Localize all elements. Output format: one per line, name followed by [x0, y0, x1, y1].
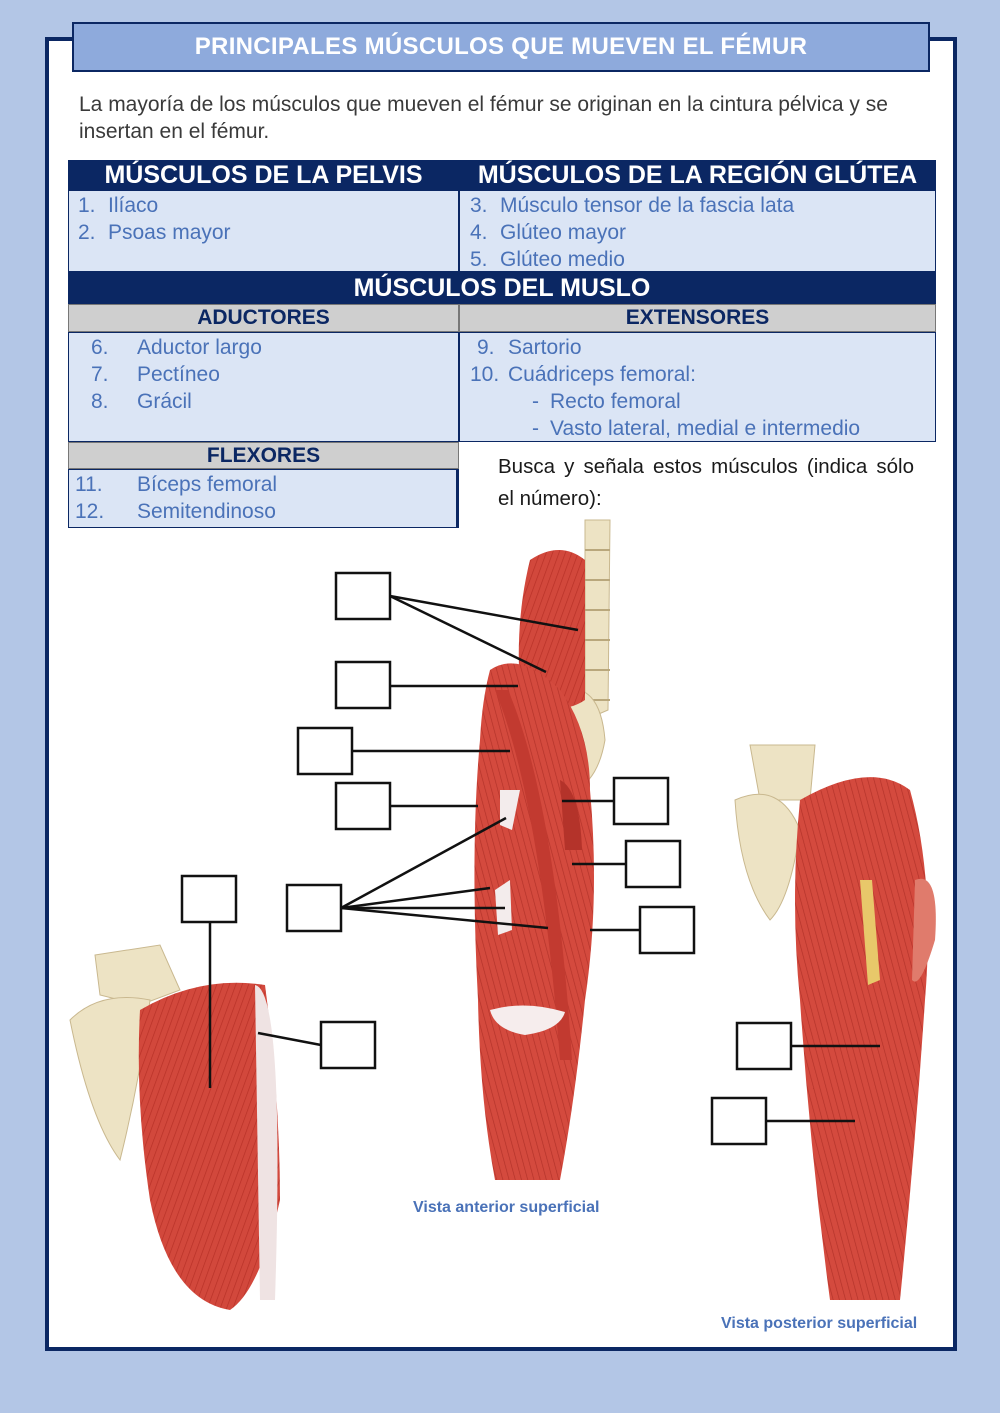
cell-flexors: 11. Bíceps femoral 12. Semitendinoso — [68, 469, 459, 528]
cell-gluteal: 3. Músculo tensor de la fascia lata 4. G… — [459, 190, 936, 272]
caption-posterior: Vista posterior superficial — [721, 1315, 918, 1332]
adductor-num-8: 8. — [91, 390, 109, 413]
header-adductors: ADUCTORES — [68, 304, 459, 332]
gluteal-name-3: Músculo tensor de la fascia lata — [500, 194, 795, 217]
cell-extensors: 9. Sartorio 10. Cuádriceps femoral: - Re… — [459, 332, 936, 442]
extensor-num-9: 9. — [477, 336, 495, 359]
flexor-name-11: Bíceps femoral — [137, 473, 278, 496]
posterior-view-figure — [734, 744, 936, 1300]
extensor-sub-name-1: Recto femoral — [550, 390, 681, 413]
header-flexors: FLEXORES — [68, 442, 459, 469]
flexor-name-12: Semitendinoso — [137, 500, 276, 523]
header-extensors: EXTENSORES — [459, 304, 936, 332]
cell-pelvis: 1. Ilíaco 2. Psoas mayor — [68, 190, 459, 272]
header-pelvis: MÚSCULOS DE LA PELVIS — [68, 160, 459, 190]
lateral-view-figure — [69, 944, 280, 1310]
gluteal-num-5: 5. — [470, 248, 488, 271]
adductor-name-6: Aductor largo — [137, 336, 262, 359]
pelvis-num-2: 2. — [78, 221, 96, 244]
pelvis-name-2: Psoas mayor — [108, 221, 231, 244]
adductor-name-8: Grácil — [137, 390, 192, 413]
flexor-num-11: 11. — [75, 473, 103, 496]
gluteal-name-4: Glúteo mayor — [500, 221, 627, 244]
leader-lines — [208, 594, 880, 1123]
gluteal-name-5: Glúteo medio — [500, 248, 625, 271]
intro-text: La mayoría de los músculos que mueven el… — [79, 93, 888, 143]
extensor-sub-name-2: Vasto lateral, medial e intermedio — [550, 417, 861, 440]
cell-adductors: 6. Aductor largo 7. Pectíneo 8. Grácil — [68, 332, 459, 442]
extensor-name-10: Cuádriceps femoral: — [508, 363, 696, 386]
adductor-num-6: 6. — [91, 336, 109, 359]
flexor-num-12: 12. — [75, 500, 105, 523]
instruction-text: Busca y señala estos músculos (indica só… — [498, 455, 914, 510]
adductor-num-7: 7. — [91, 363, 109, 386]
page-title: PRINCIPALES MÚSCULOS QUE MUEVEN EL FÉMUR — [72, 22, 930, 72]
extensor-sub-bullet-1: - — [532, 390, 539, 413]
pelvis-num-1: 1. — [78, 194, 96, 217]
gluteal-num-3: 3. — [470, 194, 488, 217]
gluteal-num-4: 4. — [470, 221, 488, 244]
header-gluteal: MÚSCULOS DE LA REGIÓN GLÚTEA — [459, 160, 936, 190]
caption-anterior: Vista anterior superficial — [413, 1199, 600, 1216]
extensor-name-9: Sartorio — [508, 336, 582, 359]
extensor-num-10: 10. — [470, 363, 500, 386]
anterior-view-figure — [474, 519, 611, 1180]
extensor-sub-bullet-2: - — [532, 417, 539, 440]
pelvis-name-1: Ilíaco — [108, 194, 159, 217]
adductor-name-7: Pectíneo — [137, 363, 220, 386]
header-thigh: MÚSCULOS DEL MUSLO — [68, 272, 936, 304]
